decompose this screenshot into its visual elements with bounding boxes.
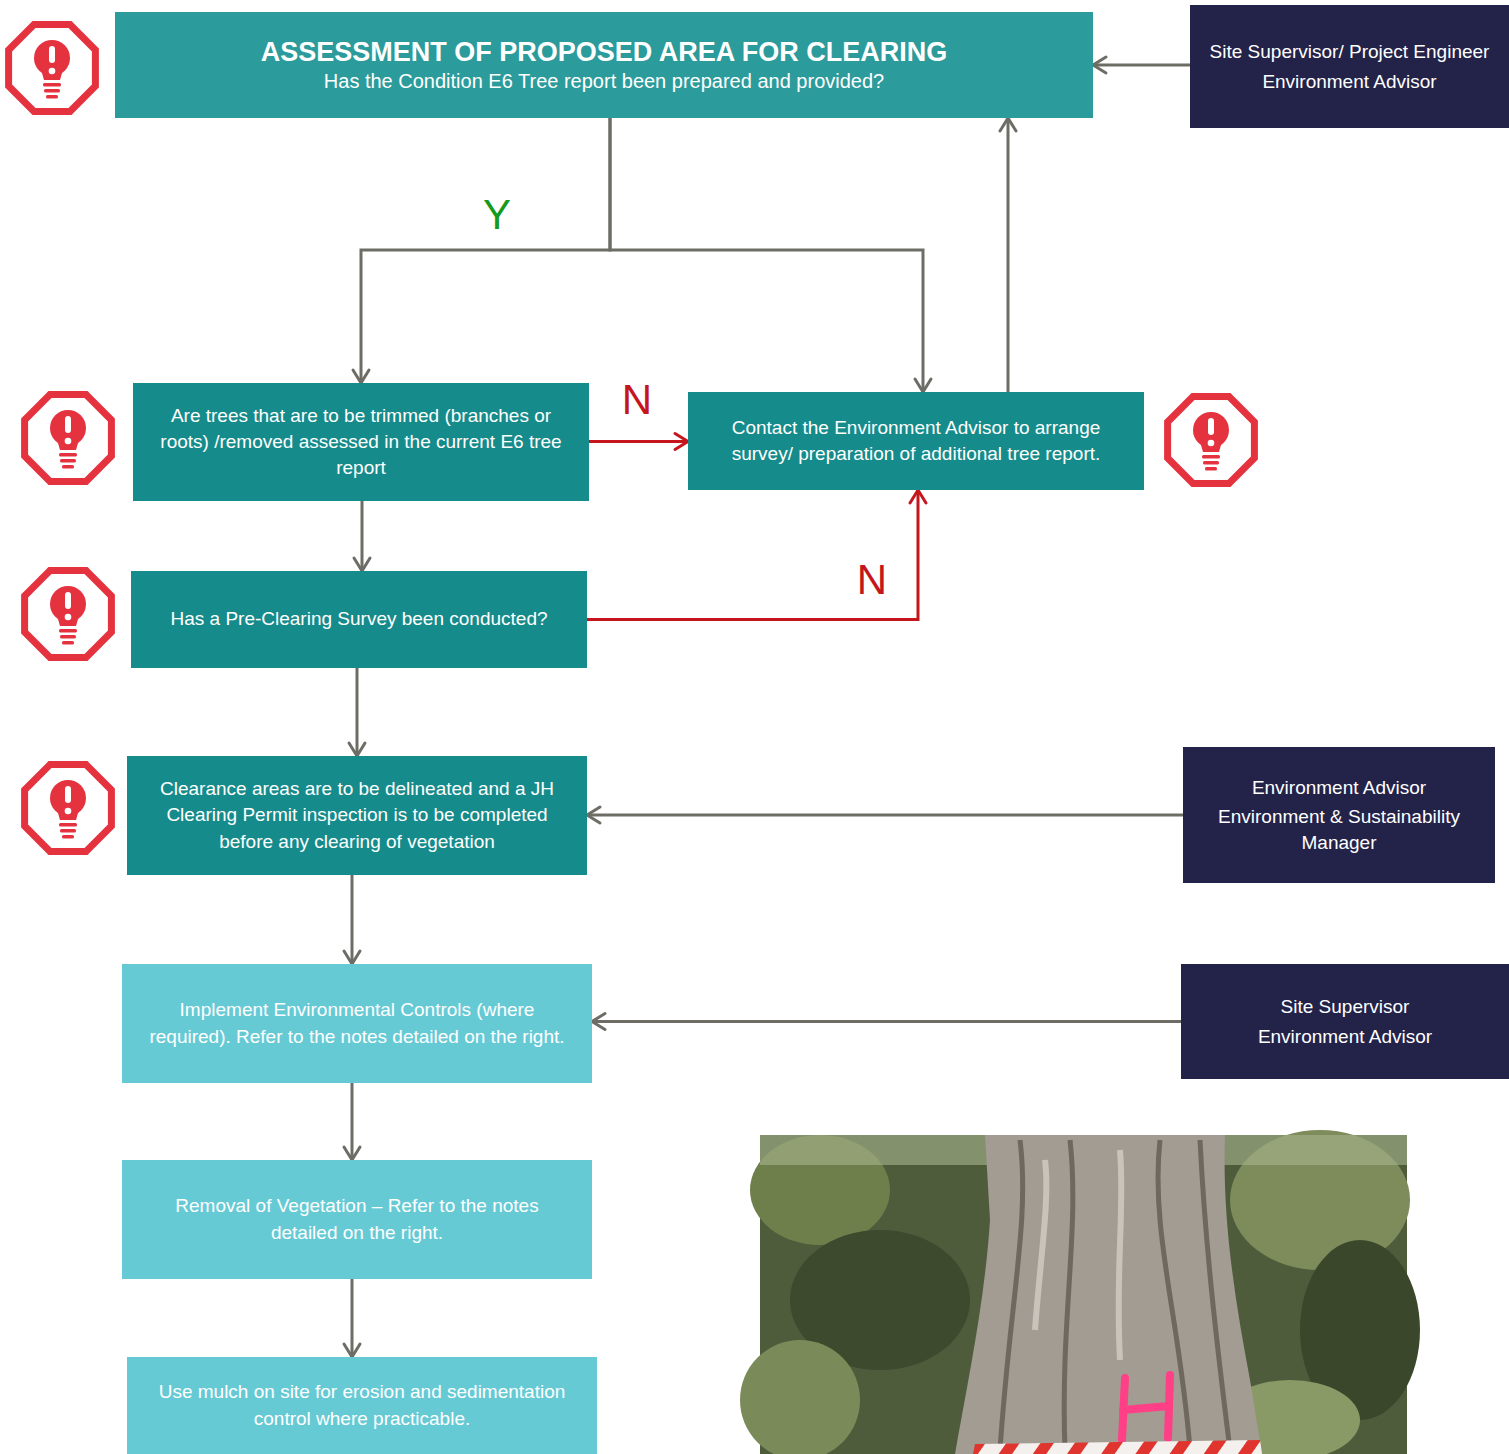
connector: [1000, 118, 1016, 392]
connector-line: [589, 440, 688, 443]
warning-icon: [9, 25, 96, 112]
connector: [610, 118, 931, 392]
process-box: Use mulch on site for erosion and sedime…: [127, 1357, 597, 1454]
connector-line: [1093, 64, 1190, 67]
connector-line: [351, 1279, 354, 1357]
box-text: Environment Advisor: [1252, 775, 1426, 801]
connector: [587, 490, 926, 620]
process-box: Removal of Vegetation – Refer to the not…: [122, 1160, 592, 1279]
box-text: Removal of Vegetation – Refer to the not…: [140, 1193, 574, 1245]
paint-mark: [1122, 1375, 1170, 1440]
bark-texture: [1000, 1140, 1230, 1450]
process-box: Implement Environmental Controls (where …: [122, 964, 592, 1083]
edge-label: N: [620, 379, 654, 421]
connector: [344, 1083, 360, 1160]
barrier-tape: [973, 1440, 1262, 1454]
process-box: Clearance areas are to be delineated and…: [127, 756, 587, 875]
edge-label: Y: [481, 194, 513, 236]
foliage: [740, 1340, 860, 1454]
box-text: Use mulch on site for erosion and sedime…: [145, 1379, 579, 1431]
connector: [589, 434, 688, 450]
connector-line: [356, 668, 359, 756]
arrow-head: [353, 370, 369, 383]
role-box: Environment AdvisorEnvironment & Sustain…: [1183, 747, 1495, 883]
edge-label: N: [855, 559, 889, 601]
arrow-head: [354, 558, 370, 571]
warning-icon: [25, 765, 112, 852]
box-text: Environment & Sustainability Manager: [1197, 804, 1481, 855]
process-box: Contact the Environment Advisor to arran…: [688, 392, 1144, 490]
arrow-head: [344, 1344, 360, 1357]
role-box: Site SupervisorEnvironment Advisor: [1181, 964, 1509, 1079]
box-text: Contact the Environment Advisor to arran…: [706, 415, 1126, 467]
arrow-head: [1000, 118, 1016, 131]
connector: [353, 118, 610, 383]
box-text: Has the Condition E6 Tree report been pr…: [324, 69, 884, 94]
connector-line: [361, 118, 610, 383]
warning-icon: [1168, 397, 1255, 484]
box-text: Clearance areas are to be delineated and…: [145, 776, 569, 855]
connector: [344, 1279, 360, 1357]
process-box: Has a Pre-Clearing Survey been conducted…: [131, 571, 587, 668]
arrow-head: [592, 1014, 605, 1030]
connector: [349, 668, 365, 756]
connector-line: [1007, 118, 1010, 392]
box-text: Site Supervisor/ Project Engineer: [1210, 39, 1490, 65]
connector: [354, 501, 370, 571]
connector: [1093, 57, 1190, 73]
bark-texture: [1035, 1150, 1121, 1360]
arrow-head: [675, 434, 688, 450]
arrow-head: [587, 807, 600, 823]
box-text: Has a Pre-Clearing Survey been conducted…: [170, 606, 547, 632]
connector-line: [587, 490, 918, 620]
warning-icon: [25, 571, 112, 658]
connector-line: [587, 814, 1183, 817]
role-box: Site Supervisor/ Project EngineerEnviron…: [1190, 5, 1509, 128]
box-text: Site Supervisor: [1281, 994, 1410, 1020]
process-box: Are trees that are to be trimmed (branch…: [133, 383, 589, 501]
arrow-head: [349, 743, 365, 756]
title-box: ASSESSMENT OF PROPOSED AREA FOR CLEARING…: [115, 12, 1093, 118]
box-text: Environment Advisor: [1262, 69, 1436, 95]
connector: [344, 875, 360, 964]
arrow-head: [344, 1147, 360, 1160]
box-heading: ASSESSMENT OF PROPOSED AREA FOR CLEARING: [261, 36, 948, 68]
box-text: Environment Advisor: [1258, 1024, 1432, 1050]
box-text: Implement Environmental Controls (where …: [140, 997, 574, 1049]
box-text: Are trees that are to be trimmed (branch…: [151, 403, 571, 482]
tree-trunk: [955, 1135, 1262, 1454]
arrow-head: [910, 490, 926, 503]
connector-line: [351, 875, 354, 964]
tree-photo: [740, 1130, 1420, 1454]
connector-line: [361, 501, 364, 571]
arrow-head: [1093, 57, 1106, 73]
connector-line: [610, 118, 923, 392]
connector: [592, 1014, 1181, 1030]
connector-line: [592, 1020, 1181, 1023]
warning-icon: [25, 395, 112, 482]
arrow-head: [344, 951, 360, 964]
arrow-head: [915, 379, 931, 392]
connector: [587, 807, 1183, 823]
connector-line: [351, 1083, 354, 1160]
